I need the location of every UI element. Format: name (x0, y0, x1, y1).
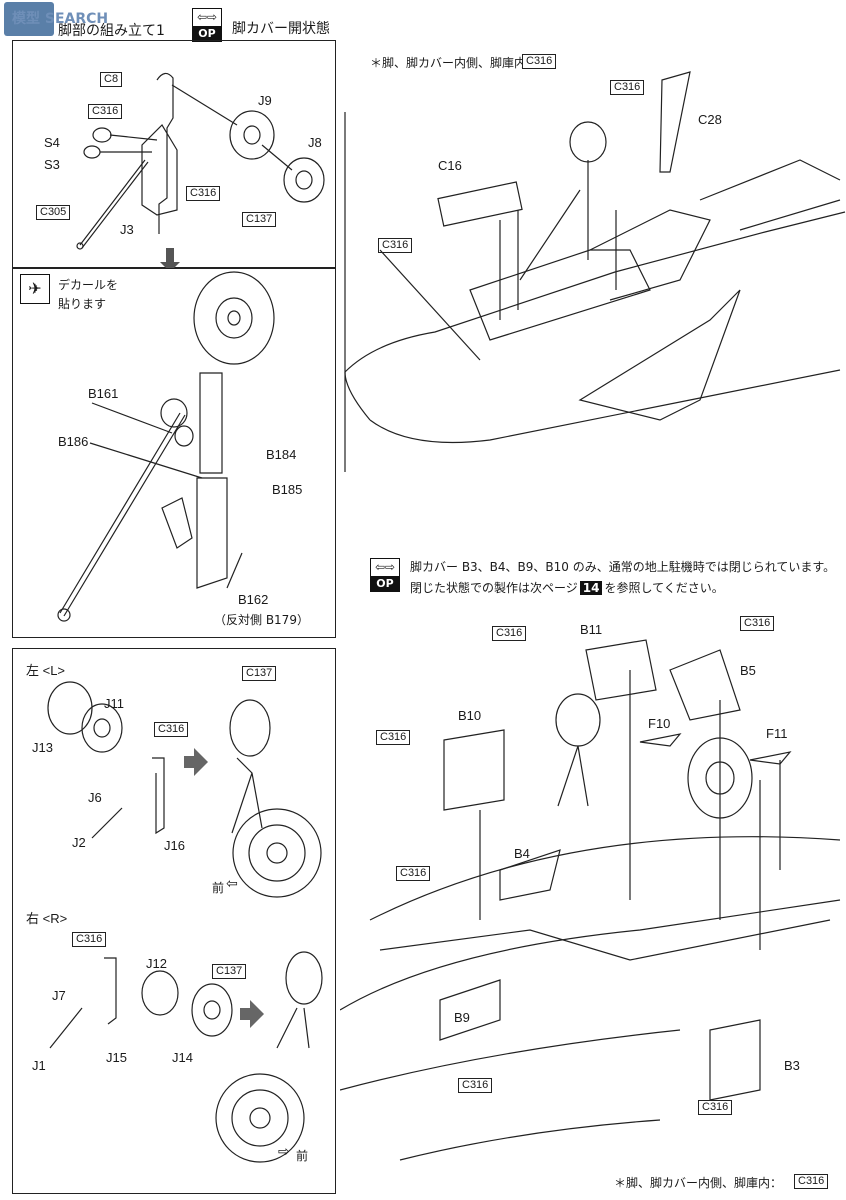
page-title: 脚部の組み立て1 (58, 23, 165, 39)
paint-code-c137: C137 (212, 964, 247, 979)
front-label-right: 前 (296, 1149, 309, 1163)
paint-code-c137: C137 (242, 212, 277, 227)
decal-note-line2: 貼ります (58, 297, 107, 311)
paint-code-c316: C316 (458, 1078, 493, 1093)
part-label-f11: F11 (766, 726, 788, 741)
op-note-line2-a: 閉じた状態での製作は次ページ (410, 581, 578, 595)
part-label-j15: J15 (106, 1050, 127, 1065)
switch-arrows-icon: ⇦⇨ (374, 560, 396, 574)
paint-note-top: ＊脚、脚カバー内側、脚庫内： (370, 56, 539, 70)
paint-code-c316: C316 (378, 238, 413, 253)
paint-note-bottom: ＊脚、脚カバー内側、脚庫内： (614, 1176, 783, 1190)
part-label-b184: B184 (266, 447, 297, 462)
right-side-label: 右 <R> (26, 911, 68, 926)
left-side-label: 左 <L> (26, 663, 66, 678)
panel-main-gear (12, 648, 336, 1194)
part-label-b4: B4 (514, 846, 530, 861)
paint-code-c305: C305 (36, 205, 71, 220)
part-label-j2: J2 (72, 835, 86, 850)
part-label-b185: B185 (272, 482, 303, 497)
part-note-b179: （反対側 B179） (214, 613, 309, 627)
arrow-left-icon: ⇦ (226, 876, 238, 892)
fuselage-nose-gear-bay-drawing (344, 71, 846, 472)
part-label-s4: S4 (44, 135, 60, 150)
paint-code-c316: C316 (72, 932, 107, 947)
decal-note-line1: デカールを (58, 278, 119, 292)
part-label-b162: B162 (238, 592, 269, 607)
part-label-b5: B5 (740, 663, 756, 678)
nose-gear-exploded-drawing (76, 72, 325, 268)
state-label: 脚カバー開状態 (232, 21, 330, 37)
part-label-c28: C28 (698, 112, 722, 127)
panel-nose-gear-detail (12, 268, 336, 638)
front-label-left: 前 (212, 881, 225, 895)
paint-code-c316: C316 (396, 866, 431, 881)
part-label-j14: J14 (172, 1050, 193, 1065)
watermark-text: 模型 SEARCH (12, 11, 109, 27)
part-label-c16: C16 (438, 158, 462, 173)
part-label-j11: J11 (104, 696, 124, 711)
part-label-j8: J8 (308, 135, 322, 150)
paint-code-c316: C316 (154, 722, 189, 737)
arrow-right-icon: ⇨ (278, 1144, 290, 1160)
paint-code-c137: C137 (242, 666, 277, 681)
part-label-b9: B9 (454, 1010, 470, 1025)
part-label-b186: B186 (58, 434, 89, 449)
paint-code-c316: C316 (376, 730, 411, 745)
part-label-b161: B161 (88, 386, 119, 401)
part-label-f10: F10 (648, 716, 671, 731)
part-label-b11: B11 (580, 622, 603, 637)
part-label-j1: J1 (32, 1058, 46, 1073)
paint-code-c316: C316 (610, 80, 645, 95)
part-label-j9: J9 (258, 93, 272, 108)
part-label-j13: J13 (32, 740, 53, 755)
paint-code-c8: C8 (100, 72, 123, 87)
main-gear-drawing (47, 681, 323, 1163)
paint-code-c316: C316 (186, 186, 221, 201)
part-label-b10: B10 (458, 708, 482, 723)
watermark-logo: 模型 SEARCH (4, 2, 144, 38)
op-badge: ⇦⇨ OP (192, 8, 222, 42)
page-number-badge: 14 (579, 581, 603, 595)
paint-code-c316: C316 (740, 616, 775, 631)
fuselage-main-gear-bay-drawing (340, 639, 841, 1161)
part-label-j3: J3 (120, 222, 134, 237)
switch-arrows-icon: ⇦⇨ (196, 10, 218, 24)
part-label-j12: J12 (146, 956, 167, 971)
part-label-j16: J16 (164, 838, 185, 853)
op-note-line2-b: を参照してください。 (604, 581, 724, 595)
paint-code-c316: C316 (88, 104, 123, 119)
paint-code-c316: C316 (698, 1100, 733, 1115)
nose-gear-detail-drawing (57, 271, 275, 622)
decal-icon: ✈ (20, 274, 50, 304)
part-label-b3: B3 (784, 1058, 800, 1073)
part-label-j6: J6 (88, 790, 102, 805)
part-label-s3: S3 (44, 157, 60, 172)
op-badge: ⇦⇨ OP (370, 558, 400, 592)
op-note-line1: 脚カバー B3、B4、B9、B10 のみ、通常の地上駐機時では閉じられています。 (410, 560, 836, 574)
part-label-j7: J7 (52, 988, 66, 1003)
paint-code-c316: C316 (522, 54, 557, 69)
paint-code-c316: C316 (492, 626, 527, 641)
paint-code-c316: C316 (794, 1174, 829, 1189)
